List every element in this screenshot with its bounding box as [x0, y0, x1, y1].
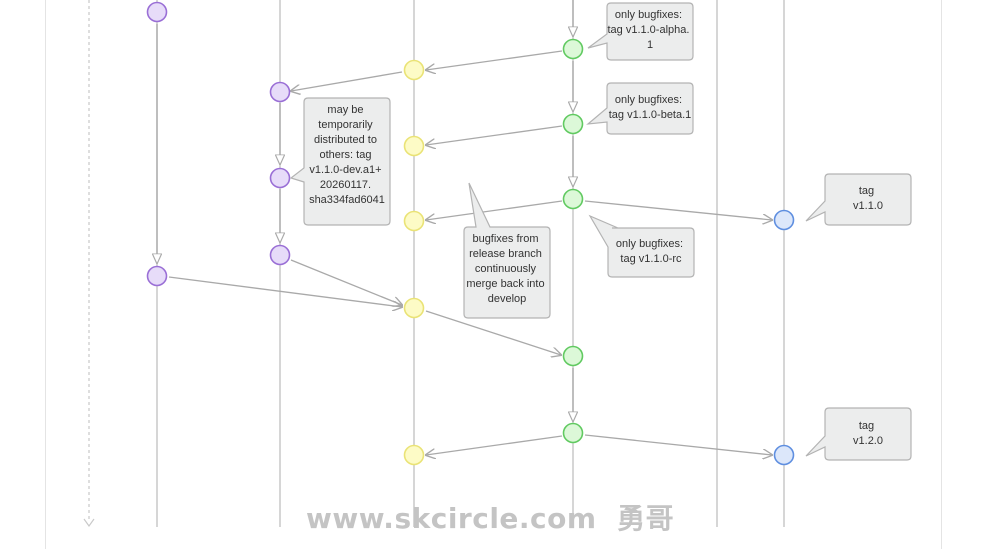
note-rc-line-2: tag v1.1.0-rc [620, 253, 682, 265]
timeline-arrowhead [83, 518, 95, 528]
note-merge-back-line-1: bugfixes from [472, 233, 538, 245]
note-tag-120-line-2: v1.2.0 [853, 435, 883, 447]
note-dev-line-1: may be [327, 104, 363, 116]
svg-text:bugfixes from releas: bugfixes from release branch continuousl… [466, 233, 547, 305]
edge-develop-to-release-branch [425, 310, 561, 355]
note-alpha-line-3: 1 [647, 39, 653, 51]
note-beta: only bugfixes: tag v1.1.0-beta.1 [586, 82, 694, 135]
note-dev-line-2: temporarily [318, 119, 373, 131]
commit-develop-5 [403, 444, 425, 466]
note-alpha: only bugfixes: tag v1.1.0-alpha. 1 [587, 2, 694, 61]
edge-feature-a-merge-to-develop [168, 276, 402, 307]
note-merge-back: bugfixes from release branch continuousl… [463, 182, 551, 319]
commit-develop-3 [403, 210, 425, 232]
note-alpha-line-2: tag v1.1.0-alpha. [607, 24, 689, 36]
edge-release-alpha-to-develop [426, 50, 563, 70]
edge-feature-b-merge-to-develop [290, 259, 402, 305]
commit-feature-b-3 [269, 244, 291, 266]
note-tag-110-line-1: tag [859, 185, 874, 197]
note-tag-110: tag v1.1.0 [805, 173, 912, 226]
note-merge-back-line-4: merge back into [466, 278, 544, 290]
note-tag-120-line-1: tag [859, 420, 874, 432]
edge-release-rc-to-main [584, 200, 772, 220]
note-tag-120-shape [805, 407, 912, 461]
note-dev-line-6: 20260117. [320, 179, 371, 191]
commit-release-new [562, 345, 584, 367]
note-rc: only bugfixes: tag v1.1.0-rc [588, 214, 695, 278]
edges [157, 0, 772, 455]
commit-release-next [562, 422, 584, 444]
note-alpha-shape [587, 2, 694, 61]
note-merge-back-line-2: release branch [469, 248, 542, 260]
note-dev-line-3: distributed to [314, 134, 377, 146]
svg-text:only bugfixes: tag v: only bugfixes: tag v1.1.0-alpha. 1 [607, 9, 692, 51]
commit-develop-2 [403, 135, 425, 157]
commit-release-alpha [562, 38, 584, 60]
edge-release-next-to-main [584, 434, 772, 455]
note-tag-110-line-2: v1.1.0 [853, 200, 883, 212]
commit-release-rc [562, 188, 584, 210]
edge-release-rc-to-develop [426, 200, 563, 220]
commit-main-v120 [773, 444, 795, 466]
svg-text:only bugfixes: tag v: only bugfixes: tag v1.1.0-beta.1 [609, 94, 692, 121]
note-tag-110-shape [805, 173, 912, 226]
frame-right-border [941, 0, 942, 549]
svg-text:tag v1.2.0: tag v1.2.0 [853, 420, 883, 447]
edge-develop-to-feature [291, 71, 403, 91]
note-dev-line-7: sha334fad6041 [309, 194, 385, 206]
edge-release-next-to-develop [426, 435, 563, 455]
svg-text:may be temporarily: may be temporarily distributed to others… [309, 104, 385, 206]
notes: only bugfixes: tag v1.1.0-alpha. 1 only … [289, 2, 912, 461]
note-merge-back-shape [463, 182, 551, 319]
note-dev-shape [289, 97, 391, 226]
commit-feature-a-start [146, 1, 168, 23]
note-merge-back-line-3: continuously [475, 263, 537, 275]
nodes [146, 1, 795, 466]
note-rc-shape [588, 214, 695, 278]
note-alpha-line-1: only bugfixes: [615, 9, 682, 21]
commit-feature-a-end [146, 265, 168, 287]
note-rc-line-1: only bugfixes: [616, 238, 683, 250]
note-dev-line-4: others: tag [319, 149, 371, 161]
commit-develop-4 [403, 297, 425, 319]
commit-main-v110 [773, 209, 795, 231]
watermark: www.skcircle.com 勇哥 [306, 502, 674, 535]
note-tag-120: tag v1.2.0 [805, 407, 912, 461]
note-beta-line-1: only bugfixes: [615, 94, 682, 106]
edge-release-beta-to-develop [426, 125, 563, 145]
commit-develop-1 [403, 59, 425, 81]
commit-feature-b-2 [269, 167, 291, 189]
note-dev-line-5: v1.1.0-dev.a1+ [309, 164, 381, 176]
note-beta-line-2: tag v1.1.0-beta.1 [609, 109, 692, 121]
svg-text:only bugfixes: tag v: only bugfixes: tag v1.1.0-rc [616, 238, 686, 265]
svg-text:tag v1.1.0: tag v1.1.0 [853, 185, 883, 212]
commit-feature-b-1 [269, 81, 291, 103]
commit-release-beta [562, 113, 584, 135]
note-merge-back-line-5: develop [488, 293, 527, 305]
frame-left-border [45, 0, 46, 549]
note-beta-shape [586, 82, 694, 135]
note-dev: may be temporarily distributed to others… [289, 97, 391, 226]
